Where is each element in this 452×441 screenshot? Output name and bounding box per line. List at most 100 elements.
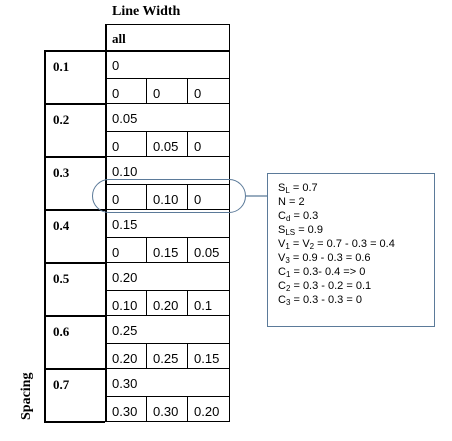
grid-line <box>105 156 230 157</box>
formula-text: C <box>278 210 286 222</box>
grid-line <box>44 103 105 105</box>
grid-line <box>187 290 188 316</box>
formula-text: = 0.3- 0.4 => 0 <box>290 266 366 278</box>
width-value: 0 <box>194 86 202 101</box>
all-value: 0.10 <box>112 164 138 179</box>
width-value: 0 <box>112 192 120 207</box>
grid-line <box>44 50 46 422</box>
width-value: 0.05 <box>153 139 179 154</box>
formula-text: C <box>278 294 286 306</box>
subscript: 1 <box>285 270 291 279</box>
width-value: 0.25 <box>153 351 179 366</box>
spacing-value: 0.5 <box>53 271 70 286</box>
grid-line <box>146 343 147 369</box>
width-value: 0 <box>153 86 161 101</box>
grid-line <box>105 421 230 422</box>
grid-line <box>187 343 188 369</box>
subscript: L <box>285 186 290 195</box>
grid-line <box>105 184 230 185</box>
grid-line <box>44 262 105 264</box>
grid-line <box>105 343 230 344</box>
grid-line <box>44 156 105 158</box>
formula-text: = 0.3 - 0.2 = 0.1 <box>290 280 372 292</box>
calculation-line: C1 = 0.3- 0.4 => 0 <box>278 267 365 279</box>
grid-line <box>44 315 105 317</box>
all-value: 0.05 <box>112 111 138 126</box>
highlight-oval <box>92 179 246 213</box>
width-value: 0.20 <box>194 404 220 419</box>
grid-line <box>187 131 188 157</box>
subscript: 1 <box>285 242 290 251</box>
width-value: 0.20 <box>112 351 138 366</box>
spacing-value: 0.6 <box>53 324 70 339</box>
spacing-value: 0.2 <box>53 112 70 127</box>
grid-line <box>105 396 230 397</box>
formula-text: N = 2 <box>278 196 305 208</box>
grid-line <box>146 290 147 316</box>
width-value: 0 <box>194 192 202 207</box>
grid-line <box>187 237 188 263</box>
subscript: 2 <box>285 284 291 293</box>
calculation-line: V1 = V2 = 0.7 - 0.3 = 0.4 <box>278 239 395 251</box>
spacing-value: 0.3 <box>53 165 70 180</box>
formula-text: = 0.9 - 0.3 = 0.6 <box>289 252 371 264</box>
subscript: LS <box>285 228 296 237</box>
width-value: 0.10 <box>153 192 179 207</box>
grid-line <box>146 78 147 104</box>
grid-line <box>44 368 105 370</box>
grid-line <box>187 78 188 104</box>
width-value: 0.30 <box>112 404 138 419</box>
all-value: 0.30 <box>112 376 138 391</box>
grid-line <box>146 184 147 210</box>
all-value: 0.15 <box>112 217 138 232</box>
grid-line <box>105 103 230 104</box>
width-value: 0.05 <box>194 245 220 260</box>
all-value: 0 <box>112 58 120 73</box>
grid-line <box>44 209 105 211</box>
grid-line <box>146 396 147 422</box>
formula-text: V <box>278 252 286 264</box>
width-value: 0.15 <box>194 351 220 366</box>
grid-line <box>105 368 230 369</box>
grid-line <box>105 24 107 422</box>
calculation-line: SL = 0.7 <box>278 183 318 195</box>
grid-line <box>105 237 230 238</box>
grid-line <box>105 315 230 316</box>
formula-text: = V <box>289 238 310 250</box>
width-value: 0.1 <box>194 298 213 313</box>
width-value: 0.10 <box>112 298 138 313</box>
calculation-line: N = 2 <box>278 197 305 208</box>
all-value: 0.20 <box>112 270 138 285</box>
grid-line <box>105 131 230 132</box>
spacing-value: 0.7 <box>53 377 70 392</box>
grid-line <box>105 290 230 291</box>
grid-line <box>146 237 147 263</box>
formula-text: S <box>278 224 286 236</box>
width-value: 0 <box>112 245 120 260</box>
width-value: 0.30 <box>153 404 179 419</box>
calculation-line: SLS = 0.9 <box>278 225 323 237</box>
calculation-line: Cd = 0.3 <box>278 211 318 223</box>
grid-line <box>187 184 188 210</box>
calculation-line: C3 = 0.3 - 0.3 = 0 <box>278 295 362 307</box>
line-width-header: Line Width <box>112 4 181 19</box>
subscript: 2 <box>309 242 315 251</box>
width-value: 0 <box>194 139 202 154</box>
spacing-axis-label: Spacing <box>19 372 34 420</box>
subscript: d <box>285 214 291 223</box>
formula-text: V <box>278 238 286 250</box>
formula-text: = 0.7 - 0.3 = 0.4 <box>314 238 395 250</box>
width-value: 0 <box>112 139 120 154</box>
grid-line <box>229 24 230 422</box>
formula-text: = 0.3 - 0.3 = 0 <box>290 294 362 306</box>
width-value: 0.20 <box>153 298 179 313</box>
header-all-label: all <box>112 31 126 46</box>
calculation-line: C2 = 0.3 - 0.2 = 0.1 <box>278 281 371 293</box>
grid-line <box>105 262 230 263</box>
formula-text: = 0.7 <box>289 182 318 194</box>
formula-text: S <box>278 182 286 194</box>
grid-line <box>105 24 230 25</box>
subscript: 3 <box>285 256 290 265</box>
spacing-value: 0.4 <box>53 218 70 233</box>
